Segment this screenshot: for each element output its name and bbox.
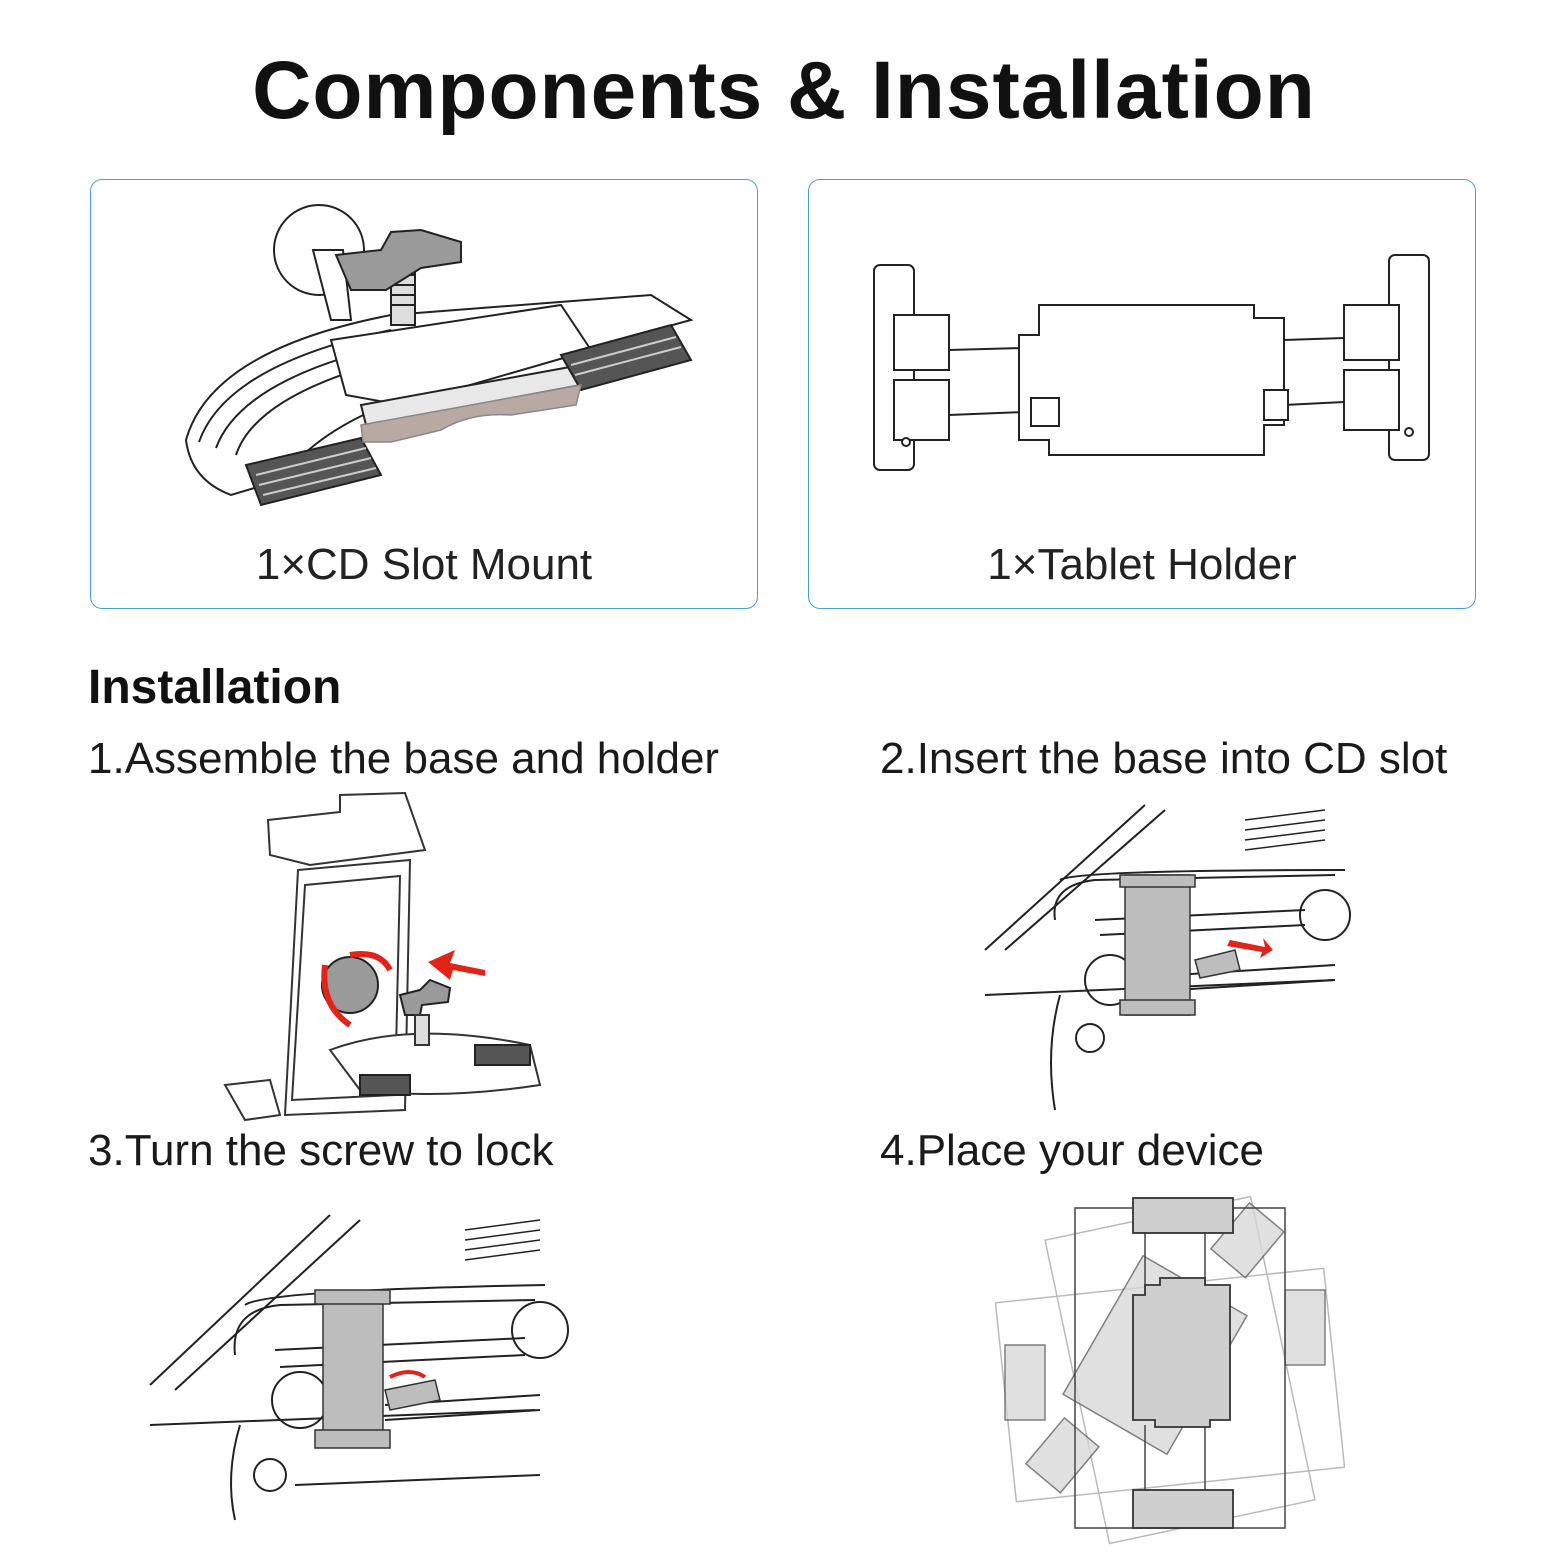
- component-card-tablet-holder: 1×Tablet Holder: [808, 179, 1476, 609]
- step-1-label: 1.Assemble the base and holder: [88, 734, 720, 783]
- step-3-illustration: [149, 1214, 569, 1521]
- installation-heading: Installation: [88, 661, 342, 714]
- component-caption: 1×CD Slot Mount: [255, 540, 593, 589]
- component-card-cd-slot-mount: 1×CD Slot Mount: [90, 179, 758, 609]
- step-3-label: 3.Turn the screw to lock: [88, 1126, 554, 1175]
- step-4-label: 4.Place your device: [880, 1126, 1264, 1175]
- cd-slot-mount-illustration: [184, 204, 694, 507]
- component-caption: 1×Tablet Holder: [987, 540, 1297, 589]
- page-title: Components & Installation: [252, 45, 1316, 136]
- step-2-illustration: [984, 804, 1351, 1111]
- step-4-illustration: [995, 1195, 1345, 1545]
- tablet-holder-illustration: [873, 254, 1430, 471]
- step-2-label: 2.Insert the base into CD slot: [880, 734, 1448, 783]
- step-1-illustration: [223, 791, 542, 1122]
